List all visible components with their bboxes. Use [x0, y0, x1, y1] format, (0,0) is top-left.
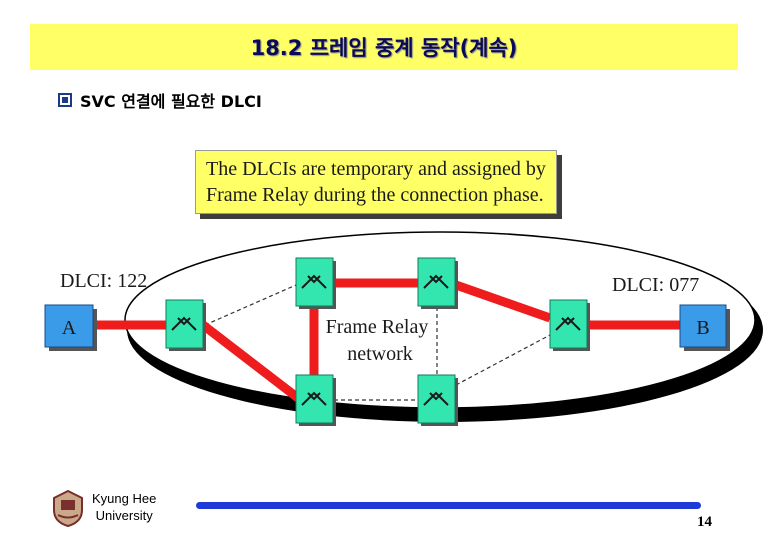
switch-icon: [549, 299, 590, 351]
note-line-1: The DLCIs are temporary and assigned by: [206, 158, 546, 180]
switch-icon: [417, 374, 458, 426]
switch-icon: [295, 257, 336, 309]
circuit-path: [200, 321, 301, 402]
circuit-path: [454, 280, 552, 323]
bullet-text: SVC 연결에 필요한 DLCI: [80, 92, 262, 111]
dlci-left-label: DLCI: 122: [60, 270, 147, 292]
university-crest-icon: [53, 489, 83, 528]
page-number: 14: [697, 514, 712, 530]
title-bar: 18.2 프레임 중계 동작(계속): [30, 24, 738, 70]
network-label-line1: Frame Relay: [326, 316, 429, 338]
university-name: Kyung Hee University: [92, 490, 156, 524]
university-line-1: Kyung Hee: [92, 491, 157, 506]
switch-icon: [295, 374, 336, 426]
endpoint-b-box: [679, 304, 727, 348]
note-line-2: Frame Relay during the connection phase.: [206, 184, 544, 206]
checkbox-bullet-icon: [58, 93, 72, 107]
network-label-line2: network: [347, 343, 413, 365]
endpoint-a-label: A: [62, 317, 77, 339]
switch-icon: [417, 257, 458, 309]
switch-icon: [165, 299, 206, 351]
page-title: 18.2 프레임 중계 동작(계속): [250, 36, 518, 60]
footer-rule: [196, 502, 701, 509]
dashed-link: [204, 284, 297, 326]
endpoint-b-label: B: [696, 317, 709, 339]
university-line-2: University: [95, 508, 153, 523]
note-box: The DLCIs are temporary and assigned by …: [195, 150, 557, 214]
bullet-row: SVC 연결에 필요한 DLCI: [58, 88, 262, 112]
dashed-link: [455, 334, 551, 386]
dlci-right-label: DLCI: 077: [612, 274, 699, 296]
endpoint-a-box: [44, 304, 94, 348]
